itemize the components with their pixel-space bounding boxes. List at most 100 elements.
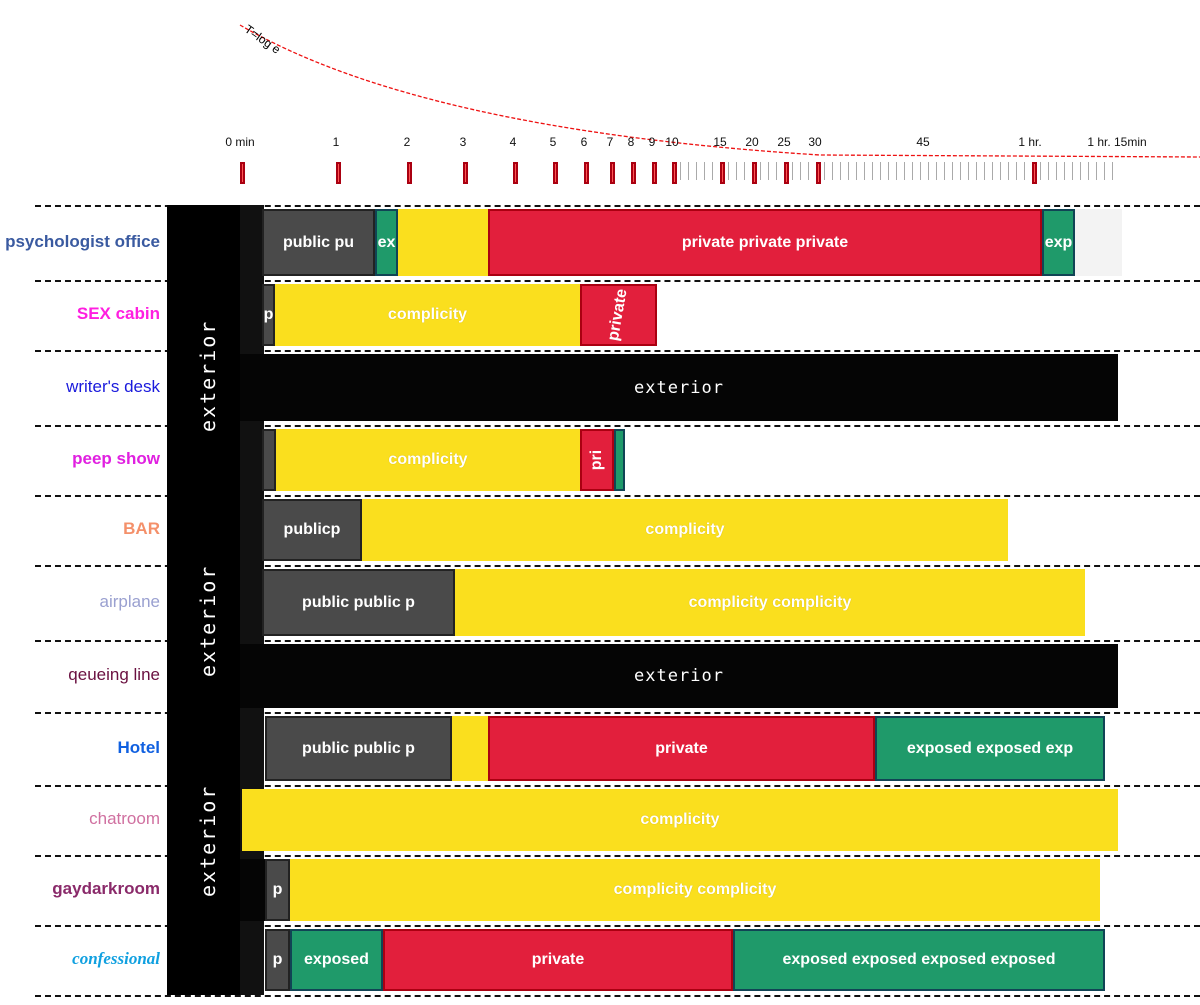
timeline-tick <box>1016 162 1017 180</box>
segment-label: p <box>272 951 283 968</box>
exterior-label-1: exterior <box>196 319 220 432</box>
timeline-tick <box>1072 162 1073 180</box>
timeline-tick <box>631 162 636 184</box>
segment-green: exposed exposed exposed exposed <box>733 929 1105 991</box>
segment-lgray <box>1075 209 1122 276</box>
timeline-tick <box>1032 162 1037 184</box>
timeline-tick <box>840 162 841 180</box>
timeline-tick <box>1112 162 1113 180</box>
timeline-label: 6 <box>580 135 588 149</box>
row-label: Hotel <box>117 737 161 757</box>
segment-label: public public p <box>302 593 415 611</box>
segment-label: exp <box>1044 233 1073 251</box>
segment-green: exposed exposed exp <box>875 716 1105 781</box>
timeline-tick <box>704 162 705 180</box>
timeline-tick <box>712 162 713 180</box>
timeline-tick <box>768 162 769 180</box>
timeline-label: 10 <box>665 135 679 149</box>
timeline-tick <box>784 162 789 184</box>
timeline-tick <box>736 162 737 180</box>
timeline-tick <box>952 162 953 180</box>
segment-yellow <box>452 716 488 781</box>
segment-label: exposed <box>304 951 369 968</box>
timeline-tick <box>407 162 412 184</box>
segment-yellow: complicity <box>275 284 580 346</box>
segment-label: public pu <box>282 233 355 251</box>
row-label: gaydarkroom <box>52 879 160 898</box>
timeline-tick <box>1104 162 1105 180</box>
row-label: qeueing line <box>68 665 160 684</box>
timeline-tick <box>816 162 821 184</box>
row-label: confessional <box>72 949 160 968</box>
timeline-tick <box>872 162 873 180</box>
timeline-tick <box>864 162 865 180</box>
segment-red: private private private <box>488 209 1042 276</box>
row-divider <box>35 995 1200 997</box>
timeline-tick <box>824 162 825 180</box>
row-divider <box>35 350 1200 352</box>
timeline-label: 0 min <box>225 135 255 149</box>
segment-label: complicity <box>388 451 468 468</box>
segment-label: exterior <box>634 666 724 686</box>
timeline-tick <box>776 162 777 180</box>
timeline-tick <box>880 162 881 180</box>
segment-label: private private private <box>681 233 849 251</box>
segment-label: exterior <box>634 377 724 398</box>
timeline-tick <box>960 162 961 180</box>
segment-gray: public pu <box>262 209 375 276</box>
timeline-tick <box>904 162 905 180</box>
timeline-tick <box>920 162 921 180</box>
timeline-tick <box>463 162 468 184</box>
segment-green: exp <box>1042 209 1075 276</box>
segment-label: publicp <box>283 521 341 538</box>
timeline-tick <box>992 162 993 180</box>
timeline-tick <box>336 162 341 184</box>
row-divider <box>35 565 1200 567</box>
segment-red: private <box>383 929 733 991</box>
timeline-tick <box>1056 162 1057 180</box>
timeline-tick <box>912 162 913 180</box>
row-divider <box>35 280 1200 282</box>
segment-gray: publicp <box>262 499 362 561</box>
row-label: SEX cabin <box>76 304 160 323</box>
row-divider <box>35 785 1200 787</box>
timeline-tick <box>984 162 985 180</box>
segment-label: complicity <box>387 306 468 323</box>
row-divider <box>35 640 1200 642</box>
timeline-tick <box>1048 162 1049 180</box>
timeline-label: 4 <box>509 135 517 149</box>
timeline-label: 7 <box>606 135 614 149</box>
timeline-label: 2 <box>403 135 411 149</box>
segment-label: public public p <box>302 739 415 757</box>
segment-label: complicity <box>645 521 725 538</box>
timeline-tick <box>832 162 833 180</box>
segment-red: private <box>488 716 875 781</box>
segment-label: ex <box>377 233 396 251</box>
timeline-label: 1 hr. 15min <box>1087 135 1147 149</box>
row-label: airplane <box>99 591 161 611</box>
timeline-label: 30 <box>808 135 822 149</box>
segment-label: private <box>655 739 708 757</box>
timeline-tick <box>976 162 977 180</box>
segment-label: complicity complicity <box>688 593 852 611</box>
timeline-tick <box>652 162 657 184</box>
timeline-tick <box>1080 162 1081 180</box>
timeline-tick <box>760 162 761 180</box>
timeline-tick <box>856 162 857 180</box>
segment-gray <box>262 429 276 491</box>
timeline-label: 20 <box>745 135 759 149</box>
timeline-tick <box>896 162 897 180</box>
segment-yellow: complicity <box>276 429 580 491</box>
segment-yellow: complicity <box>242 789 1118 851</box>
timeline-label: 1 <box>332 135 340 149</box>
segment-label: exposed exposed exposed exposed <box>782 951 1056 968</box>
timeline-label: 3 <box>459 135 467 149</box>
timeline-label: 5 <box>549 135 557 149</box>
segment-label: private <box>605 287 631 343</box>
timeline-tick <box>848 162 849 180</box>
timeline-tick <box>888 162 889 180</box>
timeline-tick <box>800 162 801 180</box>
row-divider <box>35 712 1200 714</box>
timeline-label: 25 <box>777 135 791 149</box>
segment-gray: public public p <box>265 716 452 781</box>
